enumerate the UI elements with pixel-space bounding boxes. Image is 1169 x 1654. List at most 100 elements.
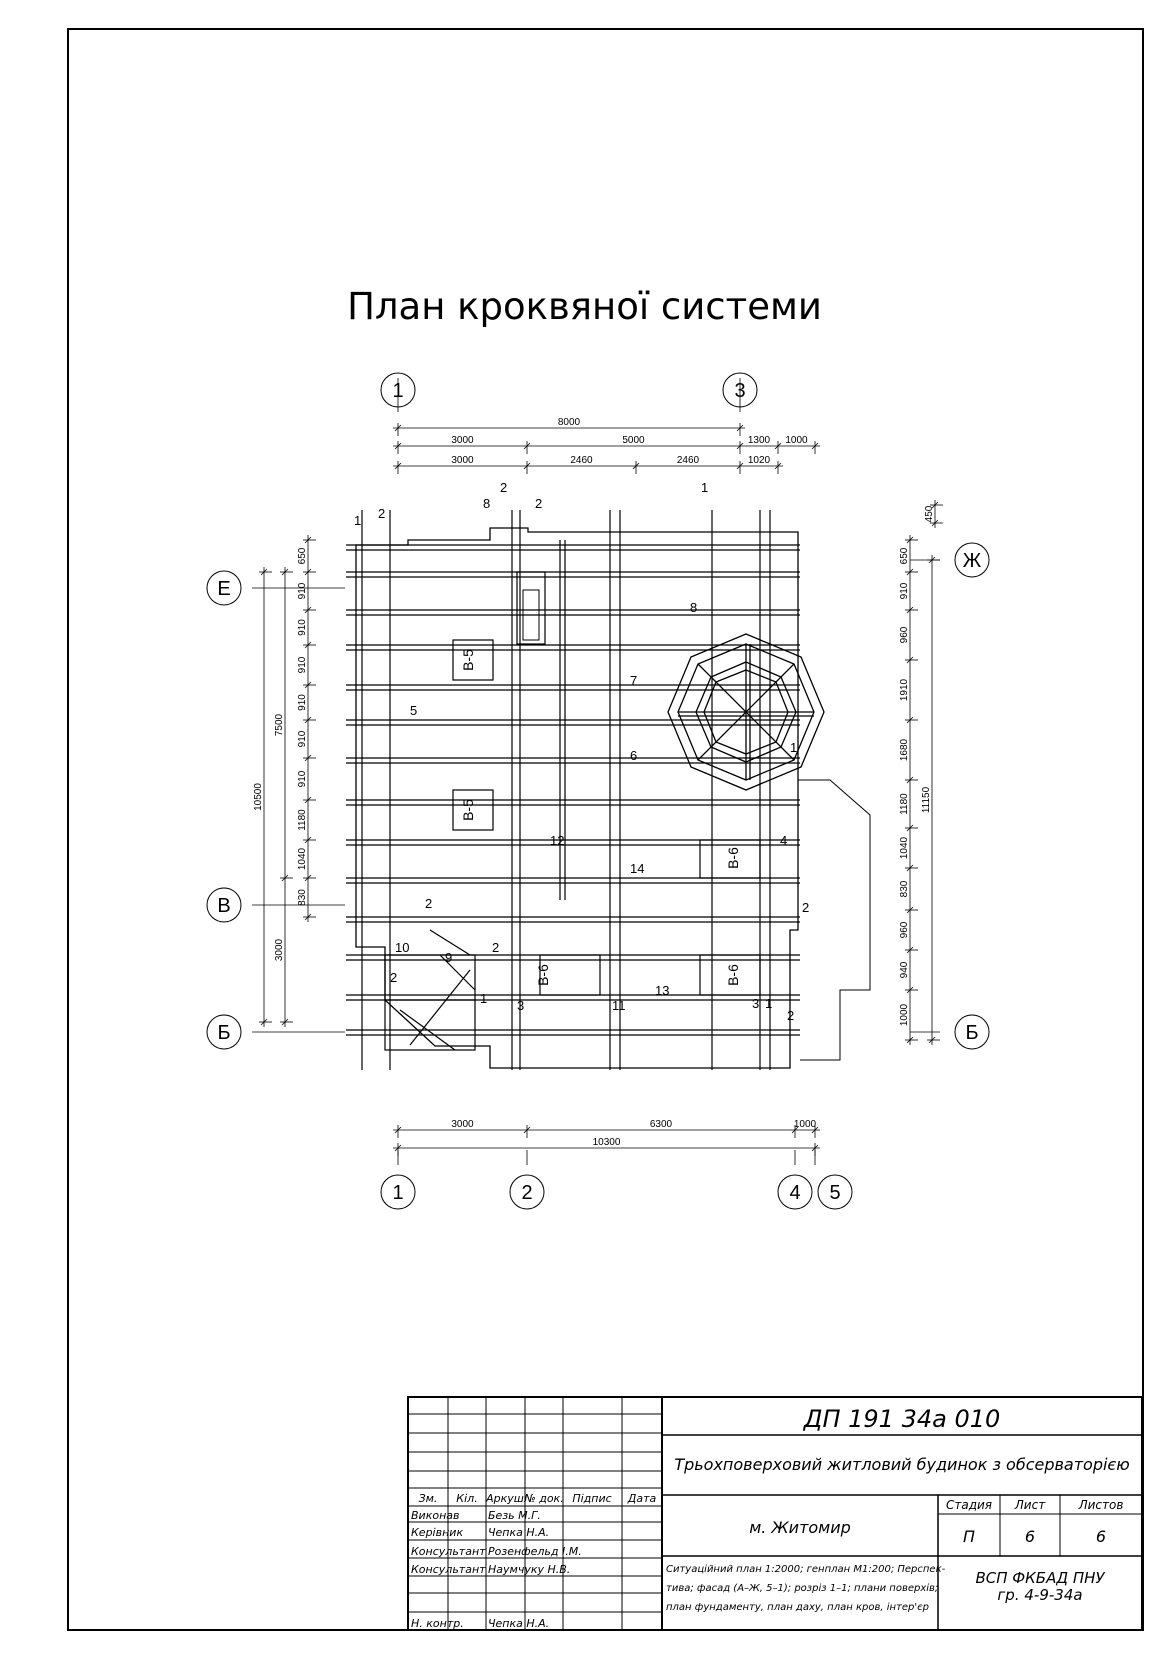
city-name: м. Житомир [749, 1518, 851, 1537]
mark-label: 13 [655, 983, 669, 998]
dim-tick [774, 462, 782, 470]
tb-stage-head: Листов [1078, 1498, 1124, 1512]
dim-tick [304, 913, 312, 921]
dim-label: 8000 [558, 417, 581, 428]
dim-tick [304, 796, 312, 804]
mark-label: 6 [630, 748, 637, 763]
axis-bubble-bottom-2 [509, 1174, 545, 1210]
mark-label: 2 [500, 480, 507, 495]
dim-tick [304, 681, 312, 689]
dim-tick [281, 874, 289, 882]
axis-bubble-top-3-label: 3 [734, 380, 745, 402]
dim-tick [394, 1144, 402, 1152]
axis-bubble-right-b-label: Б [965, 1022, 978, 1044]
dim-label: 10500 [253, 783, 264, 811]
tb-stage-val: П [963, 1527, 975, 1546]
axis-bubble-bottom-5-label: 5 [829, 1182, 840, 1204]
axis-bubble-left-e-label: Е [217, 578, 230, 600]
dim-label: 3000 [451, 455, 474, 466]
mark-label: 2 [787, 1008, 794, 1023]
beam-label: В-5 [460, 799, 476, 821]
dim-tick [260, 568, 268, 576]
dim-label: 830 [297, 889, 308, 906]
dim-label: 910 [297, 770, 308, 787]
document-code: ДП 191 34а 010 [803, 1405, 1001, 1433]
mark-label: 1 [354, 513, 361, 528]
dim-tick [523, 1126, 531, 1134]
tb-stage-val: 6 [1096, 1527, 1106, 1546]
tb-role: Консультант [411, 1563, 486, 1576]
dim-tick [304, 836, 312, 844]
dim-tick [906, 536, 914, 544]
tb-name: Чепка Н.А. [488, 1526, 549, 1539]
mark-label: 9 [445, 950, 452, 965]
dim-tick [304, 874, 312, 882]
dim-label: 2460 [570, 455, 593, 466]
dim-tick [736, 462, 744, 470]
tb-role: Виконав [411, 1509, 460, 1522]
axis-bubble-right-zh-label: Ж [963, 550, 982, 572]
mark-label: 1 [765, 996, 772, 1011]
mark-label: 3 [752, 996, 759, 1011]
mark-label: 14 [630, 861, 644, 876]
dim-tick [931, 501, 939, 509]
dim-tick [523, 442, 531, 450]
dim-label: 3000 [451, 435, 474, 446]
dim-tick [906, 1036, 914, 1044]
dim-tick [906, 656, 914, 664]
dim-label: 960 [899, 921, 910, 938]
axis-bubble-top-1 [380, 372, 416, 408]
mark-label: 11 [612, 998, 626, 1013]
dim-tick [906, 568, 914, 576]
tb-header-cell: Зм. [419, 1492, 438, 1505]
dim-label: 1020 [748, 455, 771, 466]
tb-org-line: ВСП ФКБАД ПНУ [975, 1569, 1105, 1587]
building-outline [355, 527, 799, 1069]
mark-label: 4 [780, 833, 787, 848]
mark-label: 8 [483, 496, 490, 511]
title-block [407, 1396, 1143, 1631]
dim-tick [906, 864, 914, 872]
tb-contents-line: тива; фасад (А–Ж, 5–1); розріз 1–1; план… [666, 1582, 938, 1594]
mark-label: 5 [410, 703, 417, 718]
beam-label: В-5 [460, 649, 476, 671]
dim-label: 1040 [899, 836, 910, 859]
dim-label: 5000 [622, 435, 645, 446]
dim-label: 1910 [899, 678, 910, 701]
dim-tick [304, 716, 312, 724]
dim-tick [281, 1018, 289, 1026]
dimension-lines [252, 378, 943, 1165]
mark-label: 12 [550, 833, 564, 848]
dim-tick [281, 568, 289, 576]
dim-tick [394, 424, 402, 432]
beam-label: В-6 [725, 964, 741, 986]
dim-label: 3000 [274, 938, 285, 961]
dim-tick [774, 442, 782, 450]
tb-header-cell: Аркуш [485, 1492, 524, 1505]
dim-tick [931, 519, 939, 527]
mark-label: 1 [790, 740, 797, 755]
tb-stage-val: 6 [1025, 1527, 1035, 1546]
axis-bubble-bottom-1-label: 1 [392, 1182, 403, 1204]
dim-tick [906, 716, 914, 724]
dim-label: 910 [297, 694, 308, 711]
lower-left-wing [384, 929, 476, 1051]
tb-role: Консультант [411, 1545, 486, 1558]
dim-tick [304, 536, 312, 544]
mark-label: 10 [395, 940, 409, 955]
dim-tick [791, 1126, 799, 1134]
dim-label: 1000 [899, 1003, 910, 1026]
dim-label: 1180 [899, 793, 910, 815]
axis-bubble-bottom-1 [380, 1174, 416, 1210]
axis-bubble-bottom-4-label: 4 [789, 1182, 800, 1204]
dim-tick [523, 462, 531, 470]
purlins [361, 510, 771, 1070]
tb-header-cell: Кіл. [456, 1492, 477, 1505]
dim-label: 1040 [297, 847, 308, 870]
axis-bubble-top-1-label: 1 [392, 380, 403, 402]
dim-tick [304, 641, 312, 649]
